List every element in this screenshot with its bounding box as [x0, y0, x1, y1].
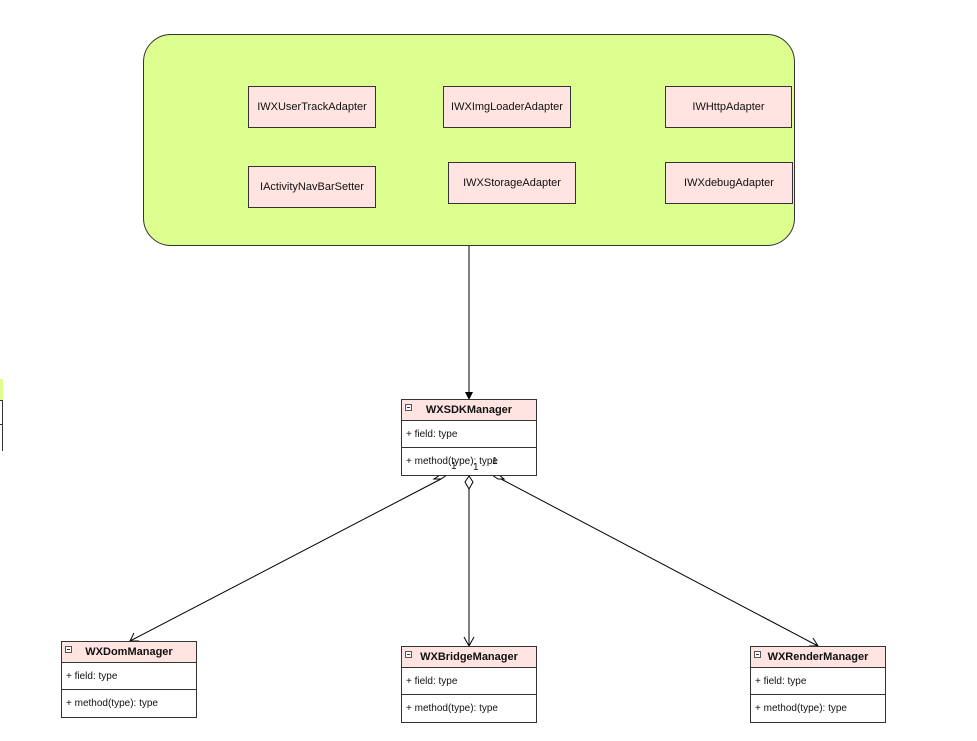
aggregation-line-dom[interactable]: [129, 478, 442, 642]
class-name: WXDomManager: [85, 646, 173, 658]
collapse-icon[interactable]: [754, 651, 761, 658]
class-wxrendermanager[interactable]: WXRenderManager + field: type + method(t…: [750, 646, 886, 723]
class-method[interactable]: + method(type): type: [406, 703, 498, 714]
collapse-icon[interactable]: [405, 651, 412, 658]
dependency-arrow-head: [465, 392, 473, 400]
class-header: WXDomManager: [62, 642, 196, 663]
adapter-label: IWHttpAdapter: [692, 101, 765, 113]
collapse-icon[interactable]: [65, 646, 72, 653]
adapter-navbar-setter[interactable]: IActivityNavBarSetter: [248, 166, 376, 208]
class-name: WXBridgeManager: [420, 651, 518, 663]
adapter-debug[interactable]: IWXdebugAdapter: [665, 162, 793, 204]
offscreen-class-stub-header: [0, 379, 3, 401]
aggregation-line-render[interactable]: [500, 478, 819, 647]
class-wxsdkmanager[interactable]: WXSDKManager + field: type + method(type…: [401, 399, 537, 476]
class-name: WXRenderManager: [767, 651, 869, 663]
adapter-label: IWXStorageAdapter: [463, 177, 561, 189]
class-method[interactable]: + method(type): type: [755, 703, 847, 714]
class-field[interactable]: + field: type: [62, 663, 196, 690]
adapter-label: IWXdebugAdapter: [684, 177, 774, 189]
class-method[interactable]: + method(type): type: [406, 456, 498, 467]
multiplicity-render: 1: [492, 456, 498, 467]
collapse-icon[interactable]: [405, 404, 412, 411]
adapter-label: IWXImgLoaderAdapter: [451, 101, 563, 113]
adapter-user-track[interactable]: IWXUserTrackAdapter: [248, 86, 376, 128]
multiplicity-bridge: 1: [473, 462, 479, 473]
adapter-http[interactable]: IWHttpAdapter: [665, 86, 792, 128]
class-field[interactable]: + field: type: [402, 668, 536, 695]
adapters-group[interactable]: [143, 34, 795, 246]
class-header: WXRenderManager: [751, 647, 885, 668]
class-name: WXSDKManager: [425, 404, 513, 416]
class-method[interactable]: + method(type): type: [66, 698, 158, 709]
aggregation-diamond-bridge: [464, 475, 474, 491]
class-field[interactable]: + field: type: [402, 421, 536, 448]
offscreen-class-stub[interactable]: [0, 379, 3, 451]
class-header: WXSDKManager: [402, 400, 536, 421]
adapter-img-loader[interactable]: IWXImgLoaderAdapter: [443, 86, 571, 128]
class-wxbridgemanager[interactable]: WXBridgeManager + field: type + method(t…: [401, 646, 537, 723]
adapter-storage[interactable]: IWXStorageAdapter: [448, 162, 576, 204]
adapter-label: IActivityNavBarSetter: [260, 181, 364, 193]
offscreen-class-stub-divider: [0, 424, 3, 425]
multiplicity-dom: 1: [451, 461, 457, 472]
class-wxdommanager[interactable]: WXDomManager + field: type + method(type…: [61, 641, 197, 718]
adapter-label: IWXUserTrackAdapter: [257, 101, 367, 113]
class-header: WXBridgeManager: [402, 647, 536, 668]
class-field[interactable]: + field: type: [751, 668, 885, 695]
